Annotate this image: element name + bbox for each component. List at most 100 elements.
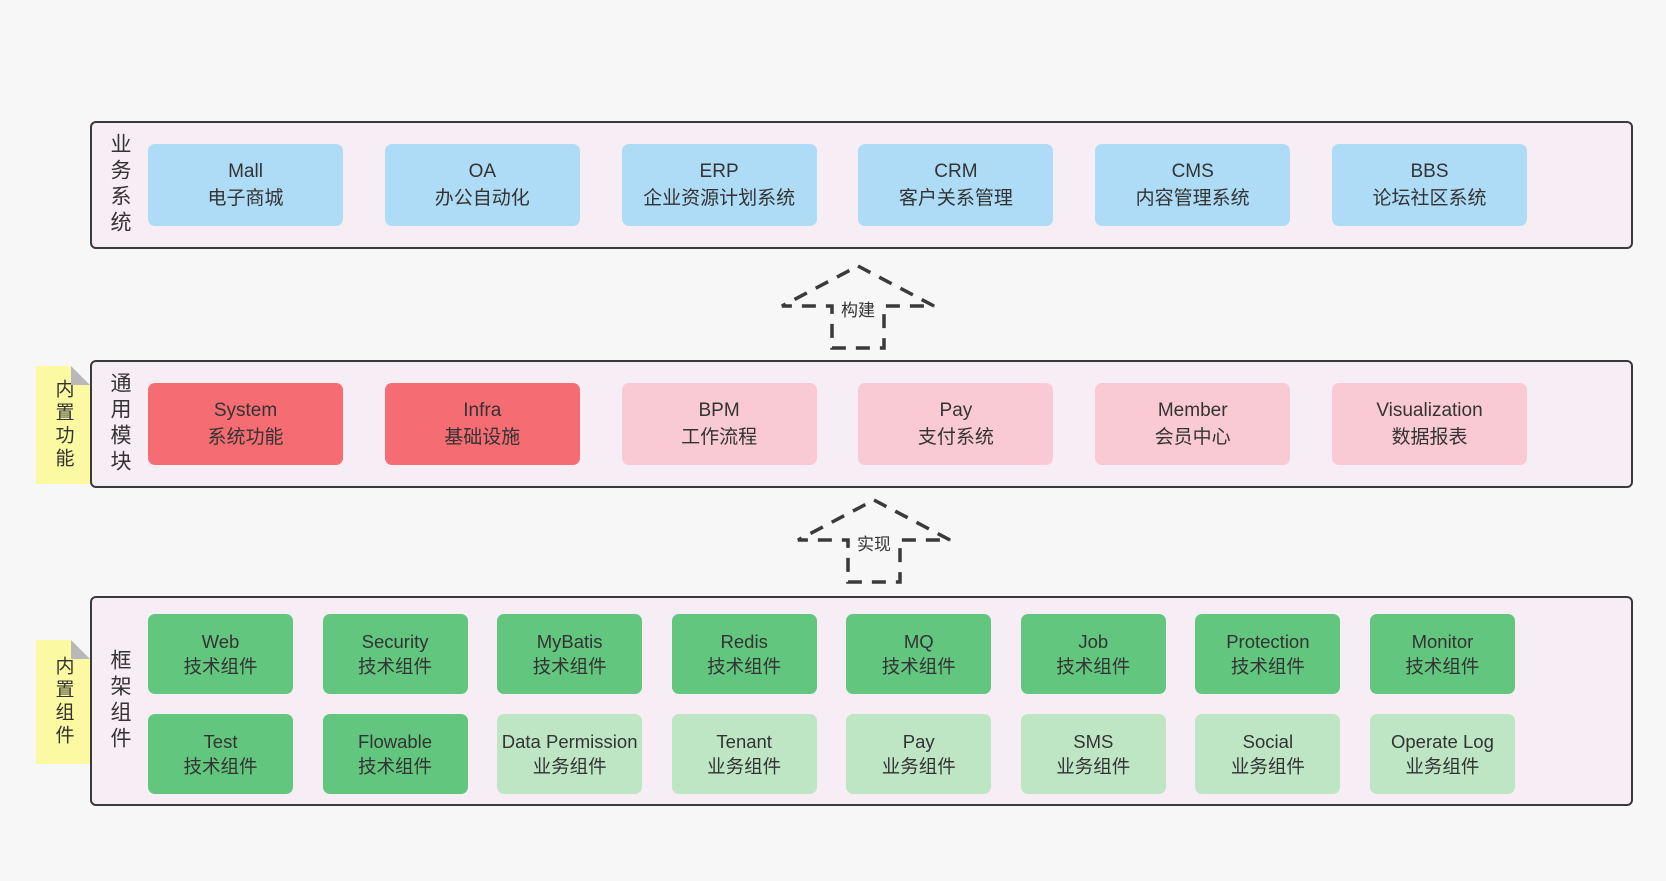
- box-title: Security: [361, 631, 429, 652]
- box-subtitle: 办公自动化: [434, 188, 530, 209]
- box-subtitle: 技术组件: [1230, 656, 1305, 677]
- box-tenant: Tenant 业务组件: [671, 714, 817, 794]
- box-bbs: BBS 论坛社区系统: [1331, 144, 1527, 226]
- box-title: Tenant: [716, 731, 772, 752]
- box-title: Monitor: [1411, 631, 1474, 652]
- box-subtitle: 技术组件: [707, 656, 782, 677]
- build-arrow-shape: [781, 264, 935, 350]
- box-title: Flowable: [358, 731, 433, 752]
- box-subtitle: 业务组件: [707, 756, 782, 777]
- box-security: Security 技术组件: [322, 614, 468, 694]
- box-subtitle: 企业资源计划系统: [643, 188, 796, 209]
- box-title: Mall: [228, 161, 263, 182]
- box-subtitle: 客户关系管理: [898, 188, 1013, 209]
- box-subtitle: 技术组件: [358, 756, 433, 777]
- box-title: Social: [1242, 731, 1294, 752]
- box-title: MyBatis: [536, 631, 603, 652]
- box-mall: Mall 电子商城: [148, 144, 343, 226]
- box-title: Protection: [1226, 631, 1310, 652]
- box-subtitle: 技术组件: [183, 656, 258, 677]
- box-title: Test: [203, 731, 238, 752]
- box-monitor: Monitor 技术组件: [1369, 614, 1515, 694]
- layer-common-modules: 通用模块 System 系统功能 Infra 基础设施 BPM 工作流程 Pay 支付系统 Me…: [90, 360, 1633, 488]
- box-subtitle: 支付系统: [917, 427, 994, 448]
- business-systems-box-row: Mall 电子商城 OA 办公自动化 ERP 企业资源计划系统 CRM 客户关系管理 CMS 内容…: [148, 123, 1527, 247]
- common-modules-box-row: System 系统功能 Infra 基础设施 BPM 工作流程 Pay 支付系统 Member 会…: [148, 362, 1527, 486]
- implement-arrow-shape: [797, 498, 951, 584]
- box-subtitle: 业务组件: [1056, 756, 1131, 777]
- box-crm: CRM 客户关系管理: [858, 144, 1054, 226]
- sticky-note-label: 内置功能: [52, 379, 74, 471]
- box-subtitle: 业务组件: [1230, 756, 1305, 777]
- box-job: Job 技术组件: [1020, 614, 1166, 694]
- box-title: Redis: [720, 631, 768, 652]
- box-visualization: Visualization 数据报表: [1331, 383, 1527, 465]
- layer-label-business-systems: 业务系统: [108, 133, 131, 237]
- box-title: SMS: [1073, 731, 1114, 752]
- layer-business-systems: 业务系统 Mall 电子商城 OA 办公自动化 ERP 企业资源计划系统 CRM 客户关系管理…: [90, 121, 1633, 249]
- box-title: System: [213, 400, 278, 421]
- box-redis: Redis 技术组件: [671, 614, 817, 694]
- implement-arrow: 实现: [796, 498, 952, 584]
- box-web: Web 技术组件: [148, 614, 293, 694]
- box-title: MQ: [903, 631, 934, 652]
- box-subtitle: 论坛社区系统: [1372, 188, 1487, 209]
- box-title: Web: [201, 631, 240, 652]
- box-social: Social 业务组件: [1195, 714, 1341, 794]
- box-title: OA: [468, 161, 497, 182]
- layer-label-framework-components: 框架组件: [108, 649, 131, 753]
- box-title: BBS: [1410, 161, 1449, 182]
- box-title: CMS: [1171, 161, 1214, 182]
- sticky-note-built-in-components: 内置组件: [36, 640, 90, 764]
- box-operate-log: Operate Log 业务组件: [1369, 714, 1515, 794]
- box-subtitle: 技术组件: [358, 656, 433, 677]
- box-title: CRM: [934, 161, 978, 182]
- box-subtitle: 会员中心: [1154, 427, 1231, 448]
- build-arrow: 构建: [780, 264, 936, 350]
- box-title: Pay: [939, 400, 973, 421]
- box-subtitle: 业务组件: [881, 756, 956, 777]
- box-title: Pay: [902, 731, 935, 752]
- box-title: BPM: [698, 400, 740, 421]
- box-pay: Pay 业务组件: [846, 714, 992, 794]
- box-subtitle: 系统功能: [207, 427, 284, 448]
- box-cms: CMS 内容管理系统: [1095, 144, 1291, 226]
- box-infra: Infra 基础设施: [384, 383, 580, 465]
- box-subtitle: 技术组件: [1405, 656, 1480, 677]
- box-test: Test 技术组件: [148, 714, 293, 794]
- implement-arrow-label: 实现: [852, 529, 896, 556]
- box-title: Job: [1078, 631, 1109, 652]
- box-pay: Pay 支付系统: [858, 383, 1054, 465]
- box-erp: ERP 企业资源计划系统: [621, 144, 817, 226]
- box-title: ERP: [699, 161, 739, 182]
- box-flowable: Flowable 技术组件: [322, 714, 468, 794]
- folded-corner-icon: [71, 640, 90, 659]
- box-subtitle: 技术组件: [1056, 656, 1131, 677]
- box-subtitle: 业务组件: [1405, 756, 1480, 777]
- sticky-note-label: 内置组件: [52, 656, 74, 748]
- box-bpm: BPM 工作流程: [621, 383, 817, 465]
- build-arrow-label: 构建: [836, 295, 880, 322]
- box-subtitle: 基础设施: [444, 427, 521, 448]
- box-oa: OA 办公自动化: [384, 144, 580, 226]
- box-subtitle: 内容管理系统: [1135, 188, 1250, 209]
- box-subtitle: 电子商城: [207, 188, 284, 209]
- box-protection: Protection 技术组件: [1195, 614, 1341, 694]
- box-title: Operate Log: [1391, 731, 1494, 752]
- box-subtitle: 工作流程: [681, 427, 758, 448]
- box-title: Member: [1157, 400, 1228, 421]
- folded-corner-icon: [71, 366, 90, 385]
- box-subtitle: 数据报表: [1391, 427, 1468, 448]
- layer-label-common-modules: 通用模块: [108, 372, 131, 476]
- box-title: Infra: [463, 400, 502, 421]
- box-title: Visualization: [1376, 400, 1483, 421]
- box-subtitle: 技术组件: [183, 756, 258, 777]
- box-title: Data Permission: [501, 731, 638, 752]
- box-sms: SMS 业务组件: [1020, 714, 1166, 794]
